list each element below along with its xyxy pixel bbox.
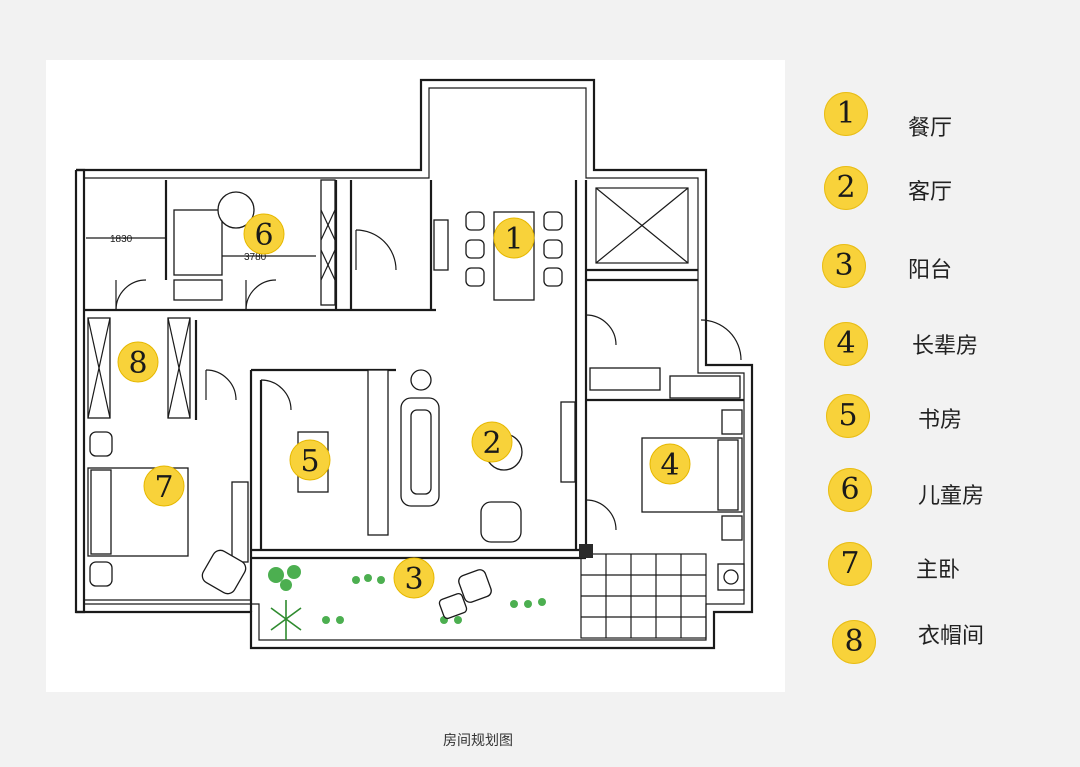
svg-text:1: 1 <box>504 222 523 257</box>
marker-7: 7 <box>143 465 185 507</box>
marker-8: 8 <box>117 341 159 383</box>
legend-badge-7: 7 <box>828 542 872 586</box>
interior-walls <box>84 180 744 612</box>
marker-5: 5 <box>289 439 331 481</box>
legend-label-5: 书房 <box>918 408 963 433</box>
legend-label-2: 客厅 <box>908 180 953 205</box>
plan-markers: 1 2 3 4 5 6 7 8 <box>117 213 691 599</box>
legend-item-2: 2 客厅 <box>800 166 1070 216</box>
utility-tiles <box>579 544 745 639</box>
legend-badge-1: 1 <box>824 92 868 136</box>
figure-caption: 房间规划图 <box>443 733 513 749</box>
legend-label-8: 衣帽间 <box>918 624 985 649</box>
outer-walls <box>74 78 754 650</box>
balcony-plants <box>268 565 546 640</box>
svg-text:2: 2 <box>482 426 501 461</box>
marker-2: 2 <box>471 421 513 463</box>
legend-badge-2: 2 <box>824 166 868 210</box>
kids-room-furniture <box>173 179 336 306</box>
legend-item-6: 6 儿童房 <box>800 468 1070 518</box>
svg-text:4: 4 <box>660 448 679 483</box>
svg-text:3: 3 <box>404 562 423 597</box>
dimension-3780: 3780 <box>244 252 267 263</box>
svg-text:8: 8 <box>128 346 147 381</box>
wardrobe-cabinets <box>87 317 191 419</box>
marker-6: 6 <box>243 213 285 255</box>
floor-plan-drawing: 1830 3780 <box>74 78 754 650</box>
doors <box>115 229 742 531</box>
legend-badge-6: 6 <box>828 468 872 512</box>
legend-item-5: 5 书房 <box>800 394 1070 444</box>
balcony-void <box>595 187 689 264</box>
legend-badge-5: 5 <box>826 394 870 438</box>
legend-item-7: 7 主卧 <box>800 542 1070 592</box>
legend-badge-8: 8 <box>832 620 876 664</box>
master-bed <box>87 431 249 595</box>
legend-item-4: 4 长辈房 <box>800 322 1070 372</box>
svg-text:5: 5 <box>300 444 319 479</box>
legend-label-6: 儿童房 <box>918 484 985 509</box>
svg-text:6: 6 <box>254 218 273 253</box>
dimensions: 1830 3780 <box>86 234 316 263</box>
legend-label-4: 长辈房 <box>912 334 979 359</box>
floor-plan: 1830 3780 <box>46 60 785 692</box>
legend-label-3: 阳台 <box>908 258 953 283</box>
marker-1: 1 <box>493 217 535 259</box>
legend-item-8: 8 衣帽间 <box>800 620 1070 670</box>
dimension-1830: 1830 <box>110 234 133 245</box>
svg-text:7: 7 <box>154 470 173 505</box>
legend-badge-4: 4 <box>824 322 868 366</box>
legend-item-1: 1 餐厅 <box>800 92 1070 142</box>
legend-badge-3: 3 <box>822 244 866 288</box>
legend-label-1: 餐厅 <box>908 116 953 141</box>
legend-label-7: 主卧 <box>916 558 961 583</box>
room-legend: 1 餐厅 2 客厅 3 阳台 4 长辈房 5 书房 6 儿童房 7 主卧 8 衣… <box>800 80 1070 680</box>
marker-4: 4 <box>649 443 691 485</box>
marker-3: 3 <box>393 557 435 599</box>
legend-item-3: 3 阳台 <box>800 244 1070 294</box>
